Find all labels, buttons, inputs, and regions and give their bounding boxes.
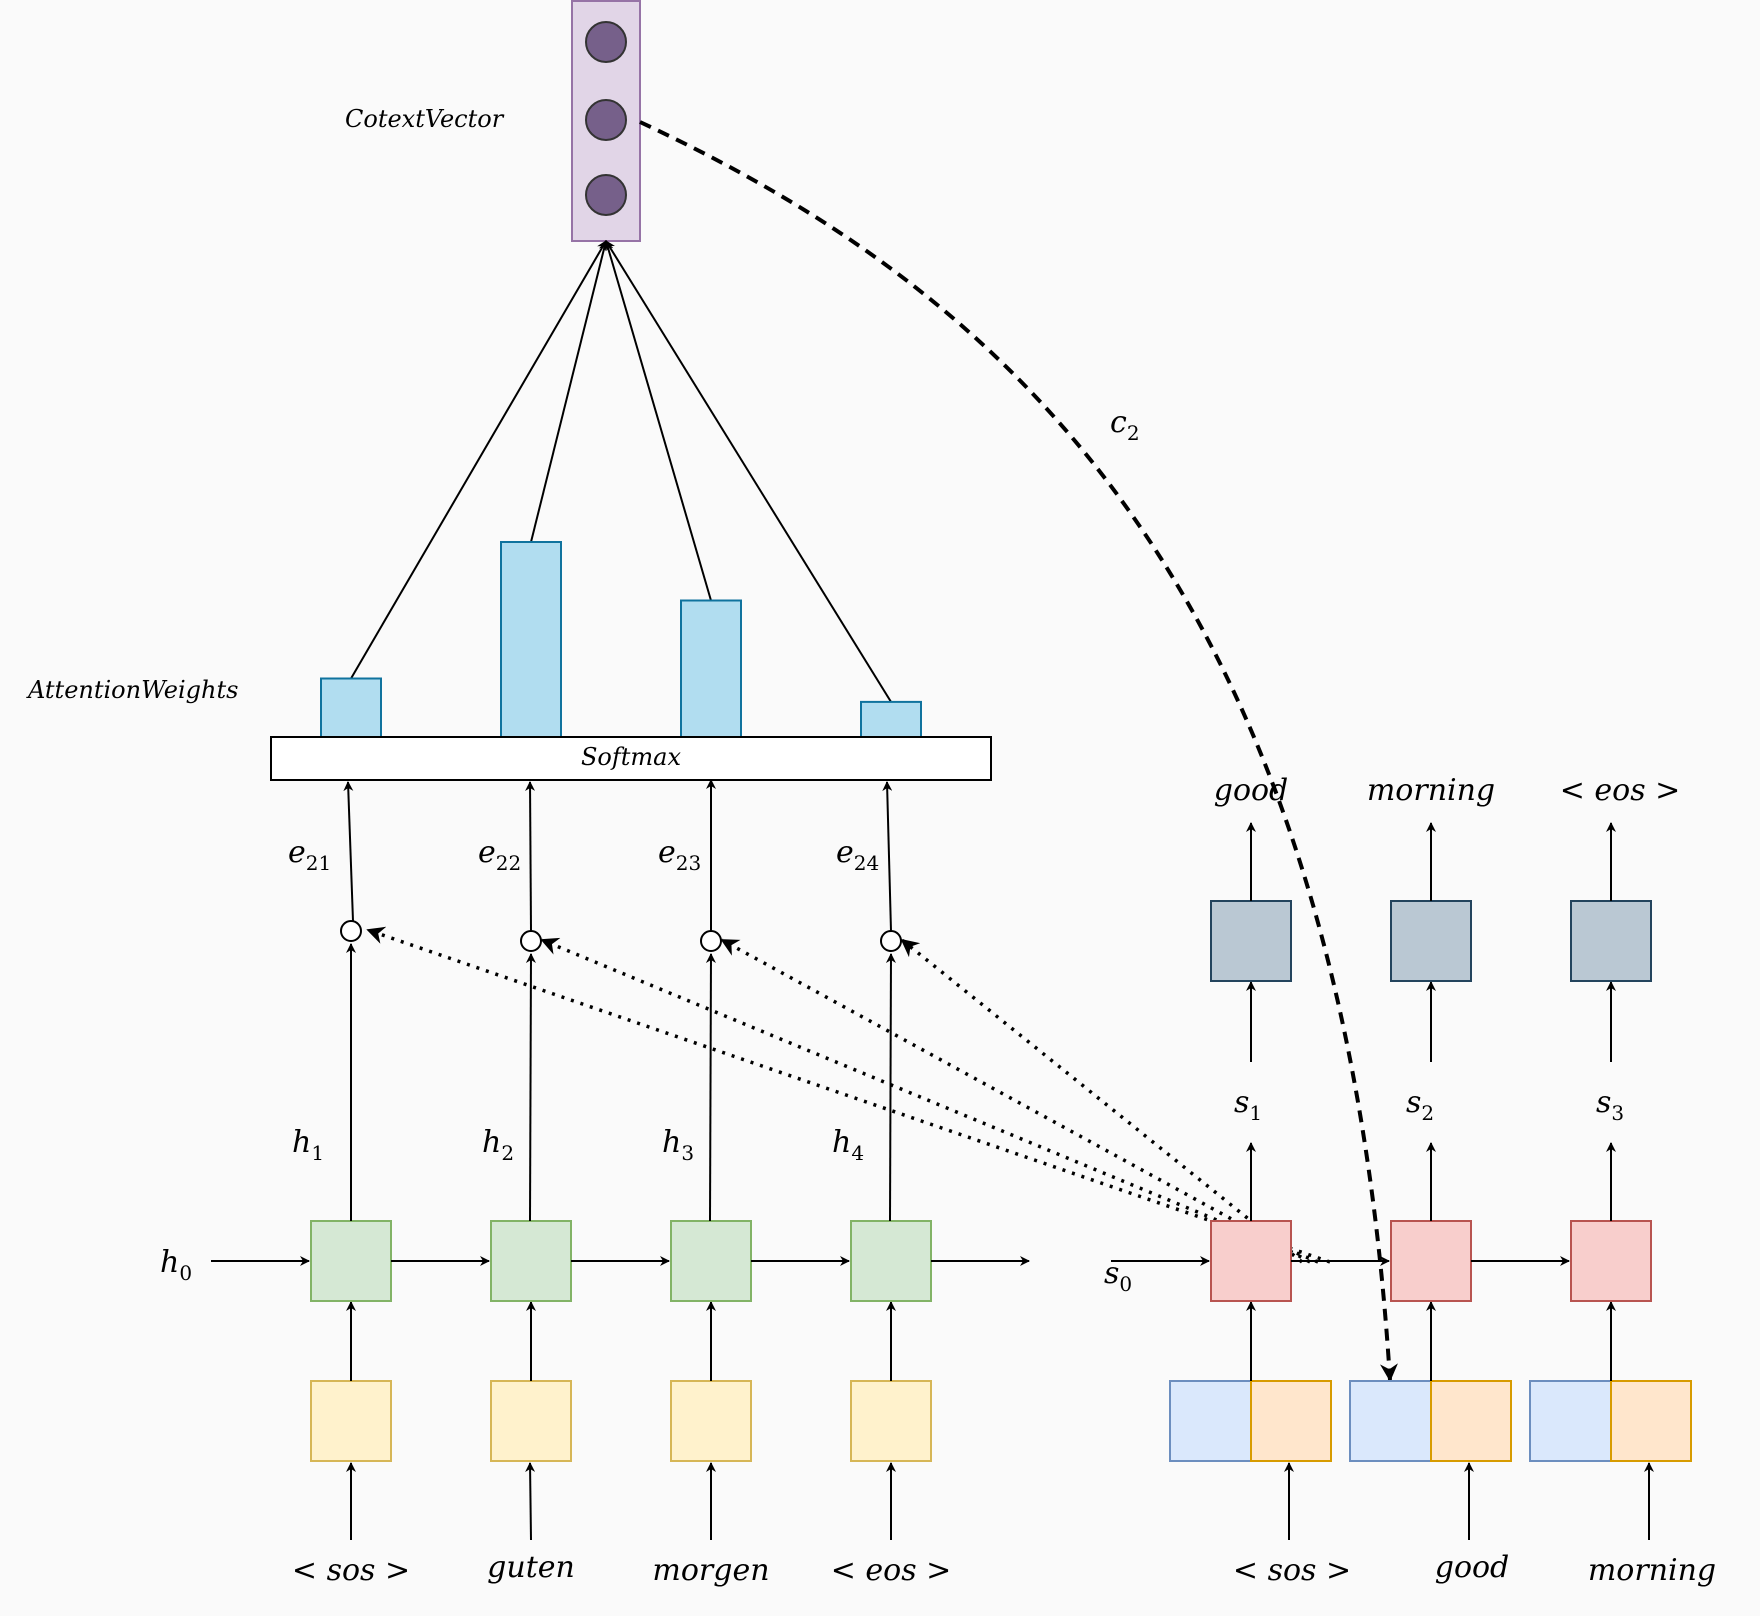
bar-to-context-lines — [350, 240, 892, 703]
context-dot-3 — [585, 174, 627, 216]
score-node-2 — [520, 930, 542, 952]
dotted-line-1 — [366, 926, 1331, 1264]
decoder-embedding-1-context — [1169, 1380, 1252, 1462]
decoder-output-3 — [1570, 900, 1652, 982]
encoder-cell-4 — [850, 1220, 932, 1302]
context-dot-1 — [585, 21, 627, 63]
bar-line-4 — [605, 240, 892, 703]
hidden-label-2: h2 — [482, 1125, 514, 1165]
bar-line-3 — [603, 240, 712, 601]
decoder-embedding-2-context — [1349, 1380, 1432, 1462]
s0-label: s0 — [1104, 1256, 1132, 1296]
context-vector — [571, 0, 641, 242]
encoder-embedding-4 — [850, 1380, 932, 1462]
state-label-3: s3 — [1596, 1085, 1624, 1125]
decoder-output-label-3: < eos > — [1560, 773, 1681, 808]
decoder-output-2 — [1390, 900, 1472, 982]
hidden-label-4: h4 — [832, 1125, 864, 1165]
decoder-output-label-2: morning — [1367, 773, 1495, 808]
attention-bar-1 — [320, 677, 382, 738]
energy-label-1: e21 — [288, 835, 331, 875]
state-label-1: s1 — [1234, 1085, 1262, 1125]
energy-label-2: e22 — [478, 835, 521, 875]
encoder-cell-2 — [490, 1220, 572, 1302]
decoder-embedding-3-token — [1610, 1380, 1692, 1462]
attention-bar-2 — [500, 541, 562, 738]
context-dot-2 — [585, 99, 627, 141]
softmax-label: Softmax — [581, 743, 681, 771]
dotted-line-3 — [720, 938, 1311, 1264]
encoder-input-3: morgen — [652, 1553, 769, 1588]
decoder-embedding-1-token — [1250, 1380, 1332, 1462]
decoder-output-label-1: good — [1214, 773, 1289, 808]
encoder-embedding-2 — [490, 1380, 572, 1462]
encoder-embedding-3 — [670, 1380, 752, 1462]
decoder-cell-3 — [1570, 1220, 1652, 1302]
decoder-cell-2 — [1390, 1220, 1472, 1302]
score-dotted-lines — [366, 926, 1331, 1264]
c2-label: c2 — [1110, 405, 1140, 445]
score-node-3 — [700, 930, 722, 952]
decoder-cell-1 — [1210, 1220, 1292, 1302]
decoder-embedding-2-token — [1430, 1380, 1512, 1462]
decoder-input-3: morning — [1588, 1553, 1716, 1588]
bar-line-2 — [530, 240, 609, 543]
encoder-cell-3 — [670, 1220, 752, 1302]
decoder — [1111, 822, 1692, 1540]
softmax-box — [270, 736, 992, 781]
energy-label-3: e23 — [658, 835, 701, 875]
dotted-line-2 — [540, 937, 1319, 1264]
encoder-cell-1 — [310, 1220, 392, 1302]
attention-bar-4 — [860, 700, 922, 739]
encoder-embedding-1 — [310, 1380, 392, 1462]
context-to-decoder-curve — [639, 120, 1398, 1382]
encoder-input-2: guten — [487, 1550, 575, 1585]
encoder-input-1: < sos > — [292, 1553, 410, 1588]
decoder-output-1 — [1210, 900, 1292, 982]
hidden-label-3: h3 — [662, 1125, 694, 1165]
attention-bar-3 — [680, 599, 742, 738]
encoder-input-4: < eos > — [831, 1553, 952, 1588]
energy-label-4: e24 — [836, 835, 879, 875]
decoder-input-2: good — [1435, 1550, 1510, 1585]
hidden-label-1: h1 — [292, 1125, 324, 1165]
h0-label: h0 — [160, 1245, 192, 1285]
state-label-2: s2 — [1406, 1085, 1434, 1125]
encoder-column-1 — [310, 781, 392, 1540]
attention-weights-label: AttentionWeights — [26, 676, 238, 704]
encoder-column-4 — [850, 781, 932, 1540]
decoder-input-1: < sos > — [1233, 1553, 1351, 1588]
bar-line-1 — [350, 240, 607, 680]
decoder-embedding-3-context — [1529, 1380, 1612, 1462]
encoder — [211, 779, 1030, 1541]
attention-bars — [320, 541, 922, 739]
score-node-4 — [880, 930, 902, 952]
context-vector-label: CotextVector — [345, 105, 505, 133]
score-node-1 — [340, 920, 362, 942]
encoder-column-2 — [490, 781, 572, 1541]
